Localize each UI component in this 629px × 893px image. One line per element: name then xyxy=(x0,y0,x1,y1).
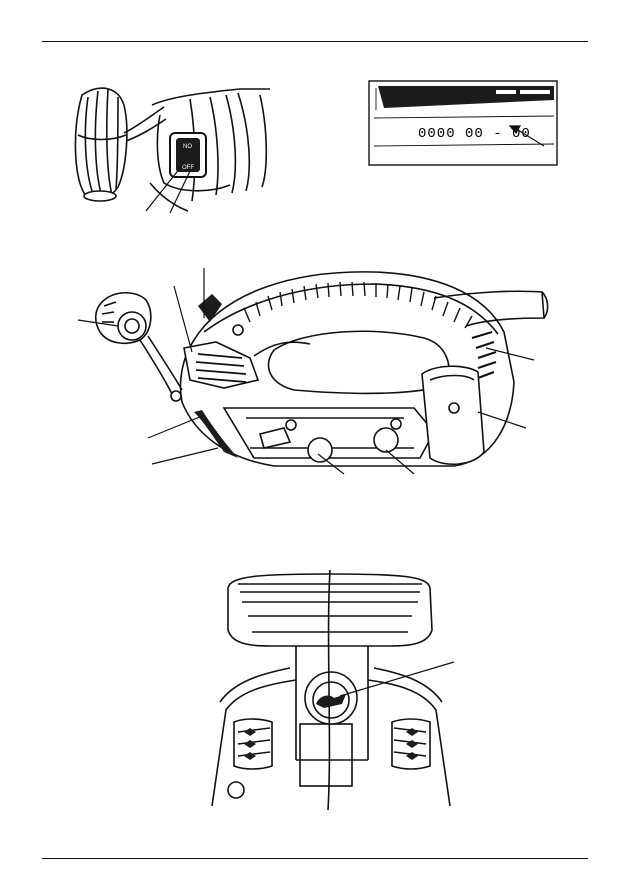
bottom-rule xyxy=(42,858,588,859)
figure-nameplate: 0000 00 - 00 xyxy=(368,80,558,166)
top-rule xyxy=(42,41,588,42)
figure-handle-switch: NO OFF xyxy=(74,87,270,214)
figure-handle-top xyxy=(211,569,455,811)
switch-on-label: NO xyxy=(183,144,192,150)
figure-tool-side xyxy=(77,268,549,475)
date-code: 0000 00 - 00 xyxy=(418,126,531,142)
switch-off-label: OFF xyxy=(182,165,194,171)
